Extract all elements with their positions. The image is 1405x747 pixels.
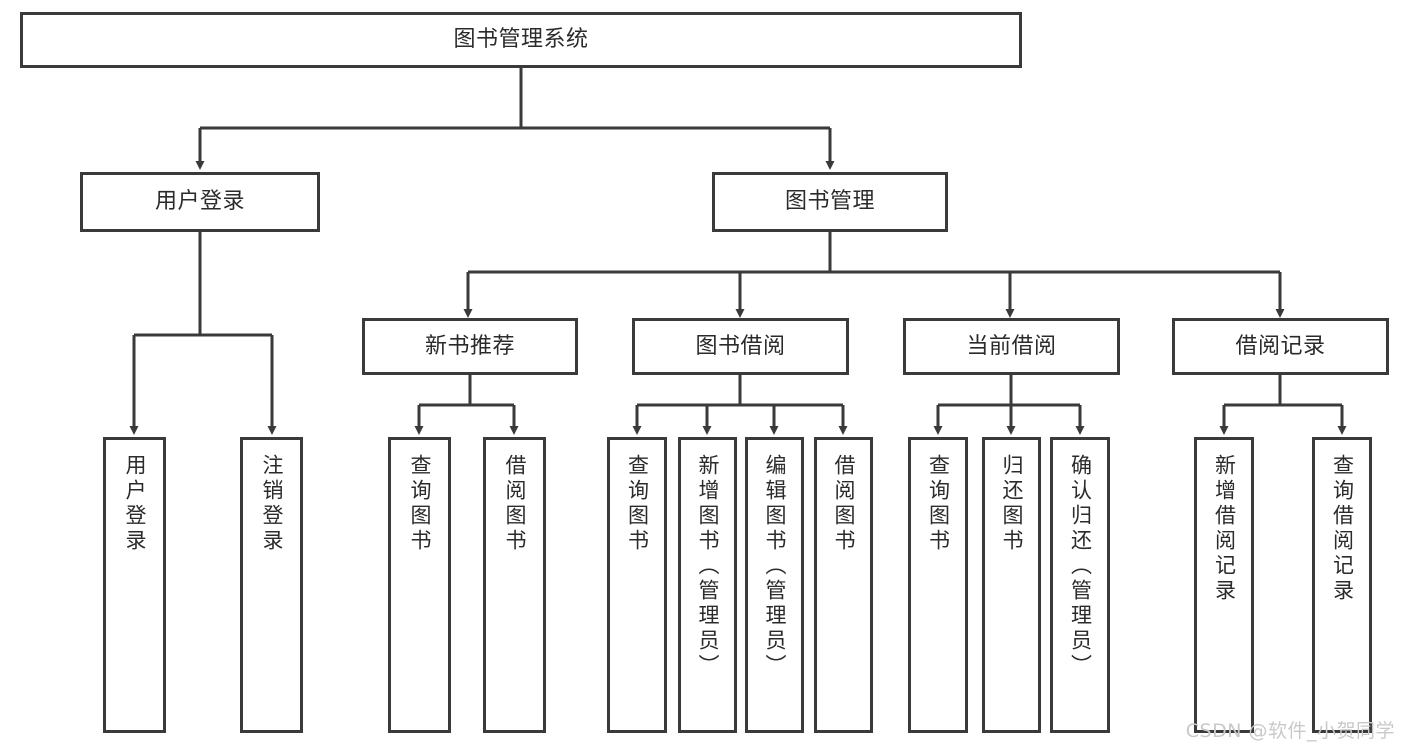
node-label: 查询图书 xyxy=(408,454,432,554)
leaf-borrow-book-1[interactable]: 借阅图书 xyxy=(483,437,546,733)
node-label: 注销登录 xyxy=(260,454,284,554)
node-label: 借阅图书 xyxy=(503,454,527,554)
node-root-system[interactable]: 图书管理系统 xyxy=(20,12,1022,68)
leaf-add-borrow-record[interactable]: 新增借阅记录 xyxy=(1194,437,1254,733)
node-current-borrow[interactable]: 当前借阅 xyxy=(903,318,1120,375)
node-label: 新书推荐 xyxy=(424,333,515,359)
leaf-query-book-2[interactable]: 查询图书 xyxy=(607,437,667,733)
node-label: 借阅记录 xyxy=(1235,333,1326,359)
node-label: 新增图书（管理员） xyxy=(696,454,720,679)
node-label: 图书管理系统 xyxy=(453,27,589,53)
leaf-query-borrow-record[interactable]: 查询借阅记录 xyxy=(1312,437,1372,733)
node-label: 新增借阅记录 xyxy=(1212,454,1237,604)
node-label: 图书借阅 xyxy=(695,333,786,359)
node-user-login[interactable]: 用户登录 xyxy=(80,172,320,232)
node-book-borrow[interactable]: 图书借阅 xyxy=(632,318,849,375)
node-label: 用户登录 xyxy=(123,454,147,554)
node-label: 归还图书 xyxy=(1000,454,1024,554)
node-label: 查询图书 xyxy=(926,454,951,554)
node-label: 借阅图书 xyxy=(832,454,856,554)
leaf-borrow-book-2[interactable]: 借阅图书 xyxy=(814,437,873,733)
csdn-watermark: CSDN @软件_小贺同学 xyxy=(1185,720,1395,742)
node-label: 当前借阅 xyxy=(966,333,1057,359)
leaf-logout[interactable]: 注销登录 xyxy=(240,437,303,733)
leaf-confirm-return-admin[interactable]: 确认归还（管理员） xyxy=(1050,437,1110,733)
node-label: 用户登录 xyxy=(154,189,245,215)
leaf-edit-book-admin[interactable]: 编辑图书（管理员） xyxy=(745,437,804,733)
leaf-query-book-1[interactable]: 查询图书 xyxy=(388,437,451,733)
leaf-query-book-3[interactable]: 查询图书 xyxy=(908,437,968,733)
leaf-user-login[interactable]: 用户登录 xyxy=(103,437,166,733)
leaf-add-book-admin[interactable]: 新增图书（管理员） xyxy=(678,437,737,733)
node-book-manage[interactable]: 图书管理 xyxy=(712,172,948,232)
node-new-book-recommendation[interactable]: 新书推荐 xyxy=(362,318,578,375)
node-label: 确认归还（管理员） xyxy=(1068,454,1093,679)
node-label: 查询图书 xyxy=(625,454,650,554)
node-label: 图书管理 xyxy=(784,189,875,215)
node-borrow-record[interactable]: 借阅记录 xyxy=(1172,318,1389,375)
leaf-return-book[interactable]: 归还图书 xyxy=(982,437,1041,733)
node-label: 查询借阅记录 xyxy=(1330,454,1355,604)
node-label: 编辑图书（管理员） xyxy=(763,454,787,679)
